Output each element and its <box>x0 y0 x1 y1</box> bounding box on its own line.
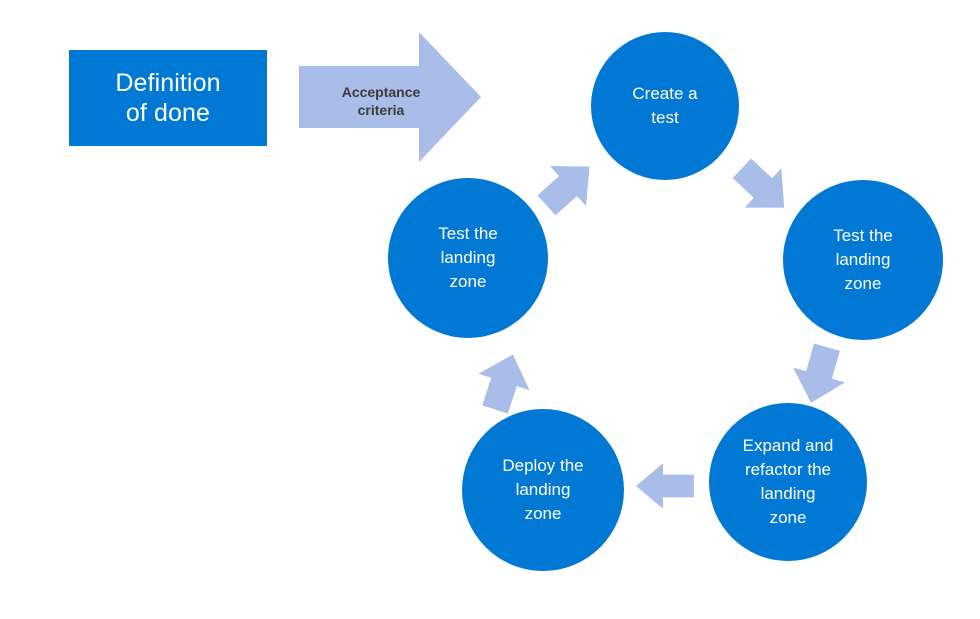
connector-left-to-top <box>537 155 599 217</box>
cycle-node-label: Expand and refactor the landing zone <box>742 435 834 528</box>
connector-right-to-bottom-right <box>788 343 850 406</box>
cycle-node-label: Test the landing zone <box>833 225 893 294</box>
arrow-up-icon <box>478 354 530 414</box>
right-block-arrow-icon <box>299 32 481 162</box>
connector-bottom-left-to-left <box>473 351 535 414</box>
cycle-node-create-test[interactable]: Create a test <box>591 32 739 180</box>
cycle-node-deploy-landing-zone[interactable]: Deploy the landing zone <box>462 409 624 571</box>
acceptance-criteria-arrow[interactable]: Acceptance criteria <box>299 32 481 162</box>
definition-of-done-box[interactable]: Definition of done <box>69 50 267 146</box>
connector-bottom-right-to-bottom-left <box>634 460 696 512</box>
acceptance-criteria-label: Acceptance criteria <box>341 84 421 118</box>
arrow-left-icon <box>636 463 694 509</box>
cycle-node-expand-and-refactor[interactable]: Expand and refactor the landing zone <box>709 403 867 561</box>
connector-top-to-right <box>732 157 794 219</box>
cycle-node-label: Test the landing zone <box>438 223 498 292</box>
cycle-node-label: Create a test <box>632 83 698 127</box>
arrow-down-right-icon <box>732 158 785 208</box>
arrow-up-right-icon <box>537 166 590 216</box>
cycle-node-test-landing-zone-left[interactable]: Test the landing zone <box>388 178 548 338</box>
cycle-node-label: Deploy the landing zone <box>502 455 584 524</box>
arrow-down-left-icon <box>793 343 845 403</box>
cycle-node-test-landing-zone-right[interactable]: Test the landing zone <box>783 180 943 340</box>
definition-of-done-label: Definition of done <box>115 68 221 128</box>
